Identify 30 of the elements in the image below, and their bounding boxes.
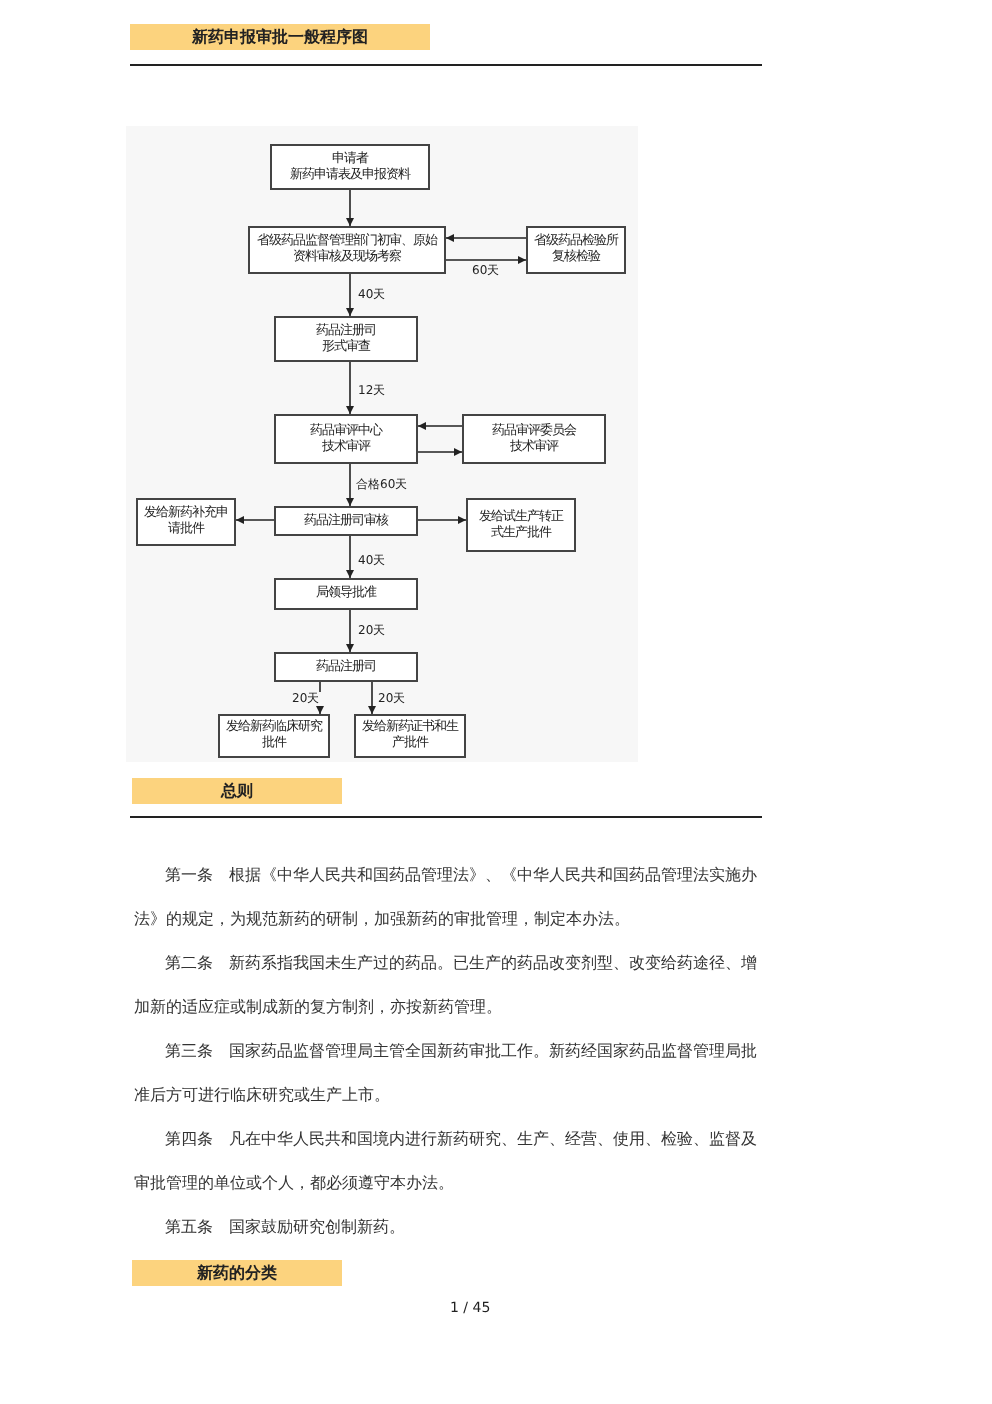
process-box <box>526 226 626 274</box>
arrow <box>316 681 324 715</box>
arrow <box>346 609 354 653</box>
process-box <box>136 498 236 546</box>
process-box <box>274 506 418 536</box>
arrow <box>417 516 467 524</box>
process-box <box>462 414 606 464</box>
arrow <box>346 273 354 317</box>
arrow <box>346 535 354 579</box>
arrow <box>417 448 463 456</box>
section-heading: 新药的分类 <box>132 1260 342 1286</box>
process-box <box>274 316 418 362</box>
process-box <box>354 714 466 758</box>
process-box <box>248 226 446 274</box>
arrow <box>368 681 376 715</box>
arrow <box>417 422 463 430</box>
section-heading: 总则 <box>132 778 342 804</box>
arrow <box>235 516 275 524</box>
process-box <box>218 714 330 758</box>
process-box <box>466 498 576 552</box>
arrow <box>445 256 527 264</box>
process-box <box>274 414 418 464</box>
process-box <box>274 578 418 610</box>
arrow <box>346 361 354 415</box>
arrow <box>346 463 354 507</box>
process-box <box>274 652 418 682</box>
title-heading: 新药申报审批一般程序图 <box>130 24 430 50</box>
arrow <box>346 189 354 227</box>
arrow <box>445 234 527 242</box>
process-box <box>270 144 430 190</box>
